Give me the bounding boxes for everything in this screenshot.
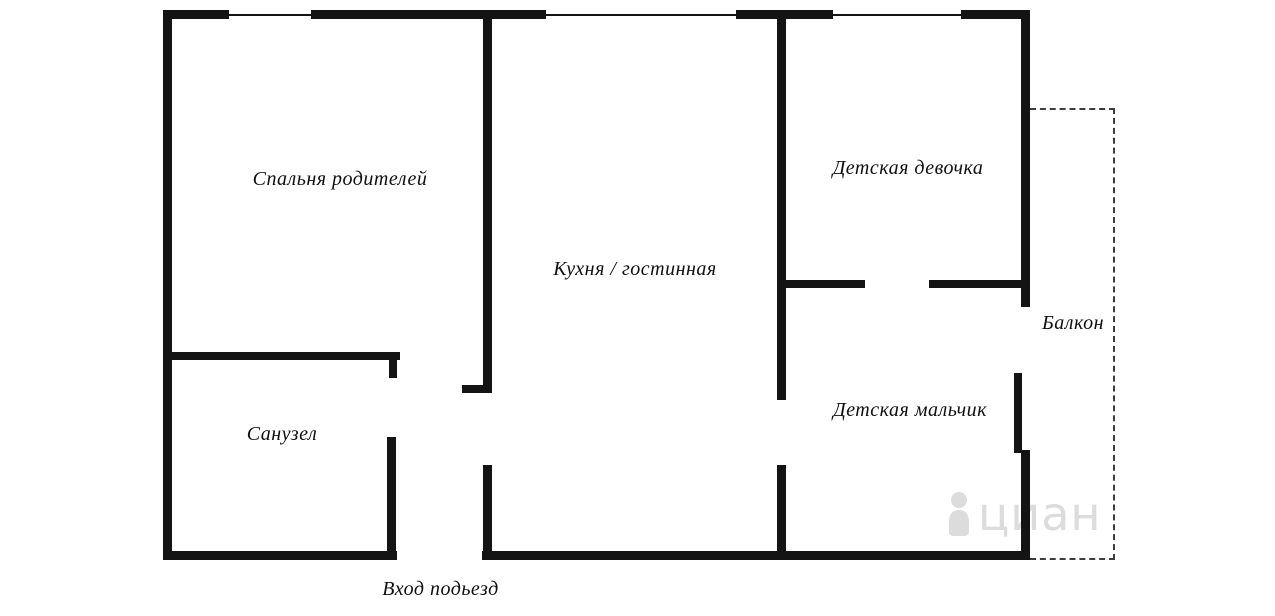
window-glass-line: [229, 13, 311, 16]
room-label-bathroom: Санузел: [246, 423, 318, 445]
wall-outer-right-lower: [1021, 450, 1030, 560]
wall-children-bottom-stub: [777, 465, 786, 551]
wall-bedroom-bathroom: [172, 352, 400, 360]
wall-entry-right-stub: [483, 465, 492, 551]
window-parents-bedroom: [229, 10, 311, 19]
wall-outer-bottom-left: [163, 551, 397, 560]
wall-bathroom-right: [387, 437, 396, 551]
cian-person-icon: [949, 492, 969, 536]
wall-outer-left: [163, 10, 172, 560]
wall-girls-boys-left: [786, 280, 865, 288]
room-label-boys-room: Детская мальчик: [832, 399, 988, 421]
room-label-parents-bedroom: Спальня родителей: [252, 168, 428, 190]
wall-bedroom-door-jamb: [389, 360, 397, 378]
wall-kitchen-children: [777, 19, 786, 400]
wall-bedroom-kitchen-foot: [462, 385, 483, 393]
room-label-entrance: Вход подьезд: [382, 578, 499, 600]
watermark-text: циан: [978, 487, 1102, 541]
window-glass-line: [833, 13, 961, 16]
window-glass-line: [546, 13, 736, 16]
room-label-kitchen-living: Кухня / гостинная: [553, 258, 717, 280]
window-kitchen: [546, 10, 736, 19]
wall-outer-bottom-right: [482, 551, 1030, 560]
room-label-balcony: Балкон: [1041, 312, 1105, 334]
wall-outer-right-upper: [1021, 10, 1030, 307]
balcony-outline: [1030, 108, 1115, 560]
wall-balcony-door-leaf: [1014, 373, 1022, 453]
watermark: циан: [944, 488, 1101, 540]
wall-girls-boys-right: [929, 280, 1021, 288]
window-girls-room: [833, 10, 961, 19]
room-label-girls-room: Детская девочка: [832, 157, 984, 179]
wall-bedroom-kitchen: [483, 19, 492, 393]
